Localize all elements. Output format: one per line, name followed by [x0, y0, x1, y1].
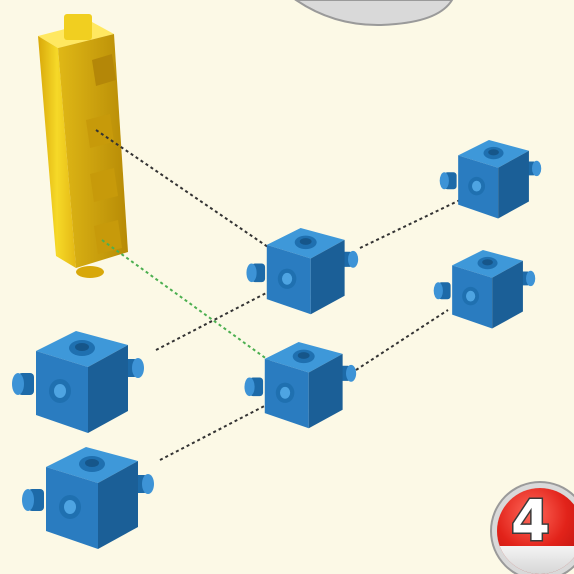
guide-line [159, 399, 277, 461]
previous-step-panel [294, 0, 454, 26]
blue-cube-icon [12, 331, 144, 433]
blue-cube-icon [244, 342, 357, 429]
blue-cube-icon [246, 228, 359, 315]
yellow-beam-icon [38, 14, 128, 278]
guide-line [101, 239, 283, 371]
guide-line [155, 289, 273, 351]
connection-guides [95, 129, 461, 461]
guide-line [355, 309, 449, 371]
badge-base [497, 546, 574, 574]
blue-cube-icon [439, 140, 542, 219]
step-number-badge: 4 [497, 488, 574, 574]
blue-cube-icon [433, 250, 536, 329]
guide-line [359, 199, 461, 249]
step-number: 4 [510, 489, 552, 554]
blue-cube-icon [22, 447, 154, 549]
